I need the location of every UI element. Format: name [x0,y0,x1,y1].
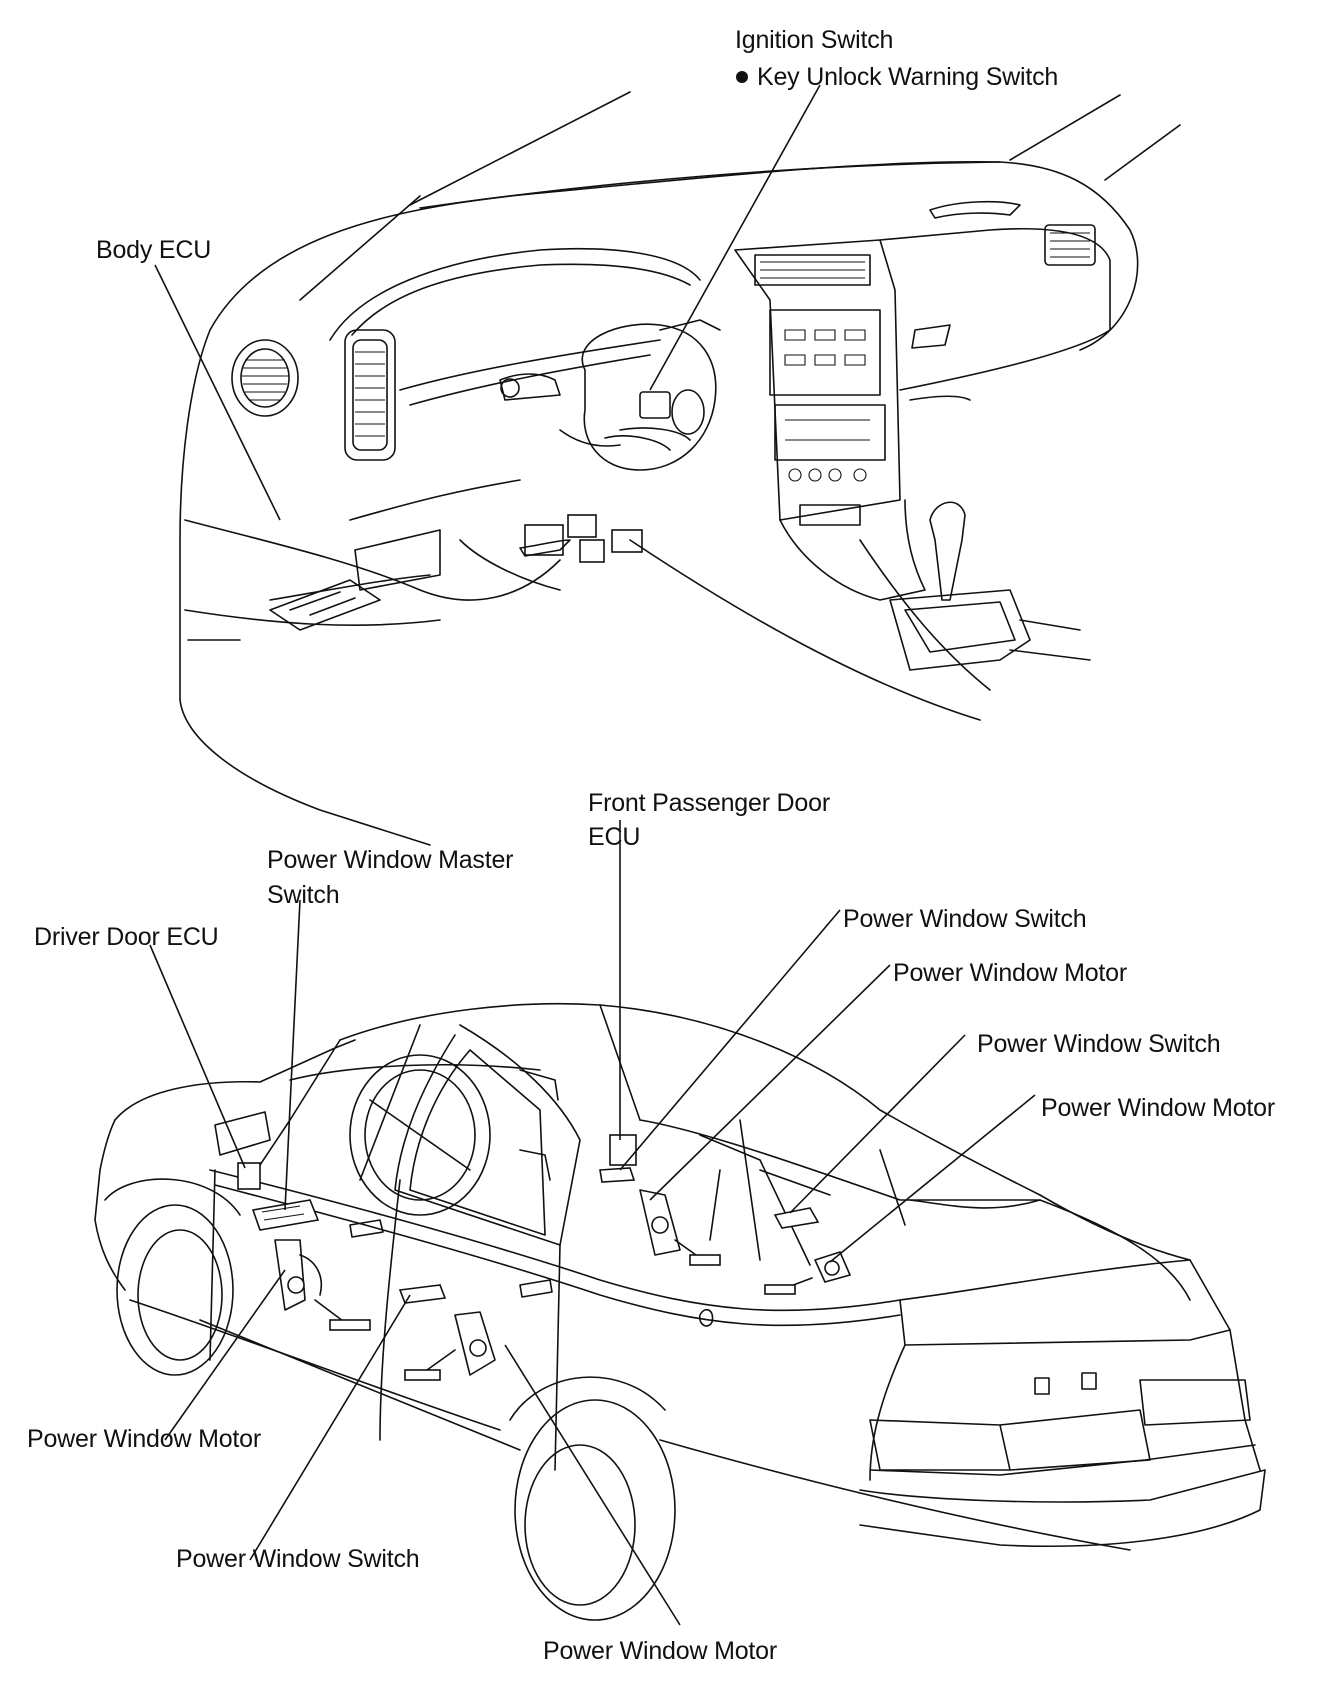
label-front-passenger-door-ecu-line2: ECU [588,823,641,851]
label-front-passenger-door-ecu-line1: Front Passenger Door [588,789,830,817]
label-pw-switch-rear-right: Power Window Switch [977,1030,1221,1058]
label-pw-motor-rear-left: Power Window Motor [543,1637,777,1665]
label-pw-motor-front-passenger: Power Window Motor [893,959,1127,987]
label-ignition-switch: Ignition Switch [735,26,894,54]
leader-lines [149,84,1036,1626]
label-body-ecu: Body ECU [96,236,212,264]
bullet-icon [736,71,748,83]
right-dash-vent [1044,224,1096,266]
label-pw-switch-front-passenger: Power Window Switch [843,905,1087,933]
label-power-window-master-switch-line1: Power Window Master [267,846,514,874]
rear-left-pw-motor-part [404,1311,496,1381]
front-wheel [104,1178,241,1376]
label-pw-motor-driver: Power Window Motor [27,1425,261,1453]
rear-left-pw-switch-part [398,1284,447,1304]
label-pw-switch-rear-left: Power Window Switch [176,1545,420,1573]
center-console-drawing [734,239,1091,671]
rear-wheel [509,1376,676,1621]
ignition-switch-part [604,389,705,451]
rear-right-pw-motor-part [764,1251,851,1295]
instrument-panel-drawing [179,91,1181,846]
power-window-master-switch-part [251,1199,320,1231]
label-driver-door-ecu: Driver Door ECU [34,923,219,951]
label-power-window-master-switch-line2: Switch [267,881,340,909]
rear-right-pw-switch-part [773,1207,820,1229]
vehicle-body-drawing [94,1002,1266,1621]
front-passenger-pw-motor-part [639,1189,721,1266]
label-key-unlock-warning-switch: Key Unlock Warning Switch [757,63,1059,91]
driver-door-ecu-part [237,1162,261,1190]
label-pw-motor-rear-right: Power Window Motor [1041,1094,1275,1122]
front-passenger-door-ecu-part [609,1134,637,1166]
driver-pw-motor-part [274,1239,371,1331]
left-side-vent [231,339,299,417]
left-dash-vent [344,329,396,461]
front-passenger-pw-switch-part [599,1167,636,1183]
